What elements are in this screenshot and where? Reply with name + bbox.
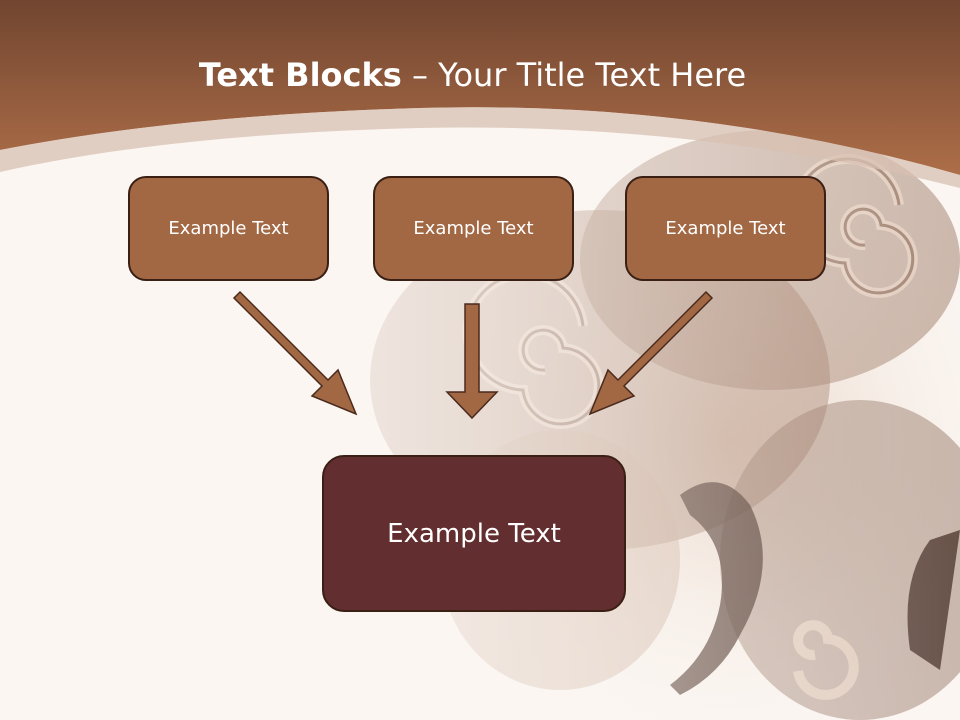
header-band: [0, 0, 960, 188]
down-arrow-icon: [232, 290, 358, 416]
text-block-label: Example Text: [665, 218, 786, 239]
text-block-label: Example Text: [413, 218, 534, 239]
title-bold-text: Text Blocks: [198, 56, 402, 94]
title-dash: –: [401, 56, 439, 94]
main-text-block-label: Example Text: [387, 518, 561, 549]
down-arrow-icon: [445, 303, 499, 420]
text-block-1[interactable]: Example Text: [128, 176, 329, 281]
main-text-block[interactable]: Example Text: [322, 455, 626, 612]
title-regular-text: Your Title Text Here: [438, 56, 747, 94]
text-block-label: Example Text: [168, 218, 289, 239]
down-arrow-icon: [588, 290, 714, 416]
page-title: Text Blocks – Your Title Text Here: [0, 54, 945, 96]
text-block-2[interactable]: Example Text: [373, 176, 574, 281]
text-block-3[interactable]: Example Text: [625, 176, 826, 281]
